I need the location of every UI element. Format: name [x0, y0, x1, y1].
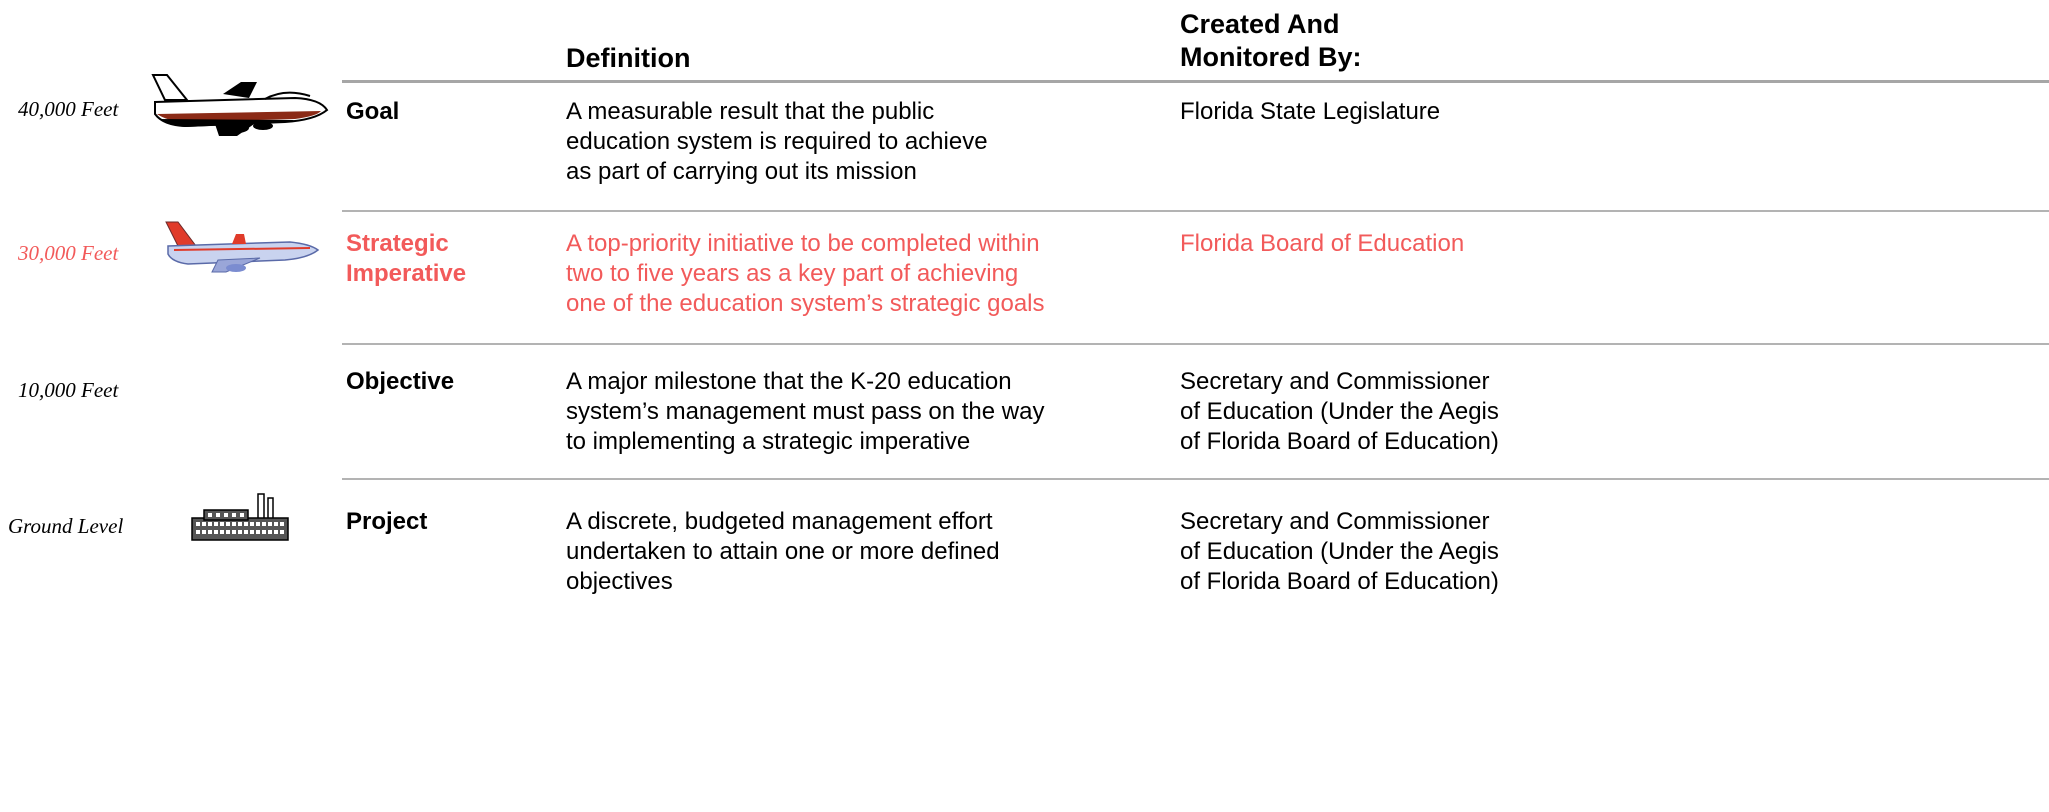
altitude-label: 10,000 Feet: [18, 378, 119, 402]
jumbo-jet-icon: [151, 74, 329, 136]
header-created-by: Created And Monitored By:: [1180, 9, 1362, 72]
header-definition: Definition: [566, 43, 691, 73]
created-by-strategic-imperative: Florida Board of Education: [1180, 230, 1465, 257]
definition-strategic-imperative: A top-priority initiative to be complete…: [566, 230, 1045, 317]
altitude-label: 30,000 Feet: [18, 241, 119, 265]
row-divider: [342, 210, 2049, 212]
definition-goal: A measurable result that the public educ…: [566, 98, 988, 185]
term-objective: Objective: [346, 368, 455, 395]
definition-objective: A major milestone that the K-20 educatio…: [566, 368, 1045, 455]
created-by-project: Secretary and Commissioner of Education …: [1180, 508, 1499, 595]
created-by-objective: Secretary and Commissioner of Education …: [1180, 368, 1499, 455]
altitude-label: Ground Level: [8, 514, 124, 538]
definition-project: A discrete, budgeted management effort u…: [566, 508, 1000, 595]
header-divider: [342, 80, 2049, 83]
term-goal: Goal: [346, 98, 400, 125]
term-strategic-imperative: Strategic Imperative: [346, 230, 467, 287]
row-divider: [342, 343, 2049, 345]
altitude-label: 40,000 Feet: [18, 97, 119, 121]
factory-icon: [191, 493, 289, 541]
airliner-icon: [165, 221, 320, 273]
created-by-goal: Florida State Legislature: [1180, 98, 1441, 125]
row-divider: [342, 478, 2049, 480]
term-project: Project: [346, 508, 428, 535]
